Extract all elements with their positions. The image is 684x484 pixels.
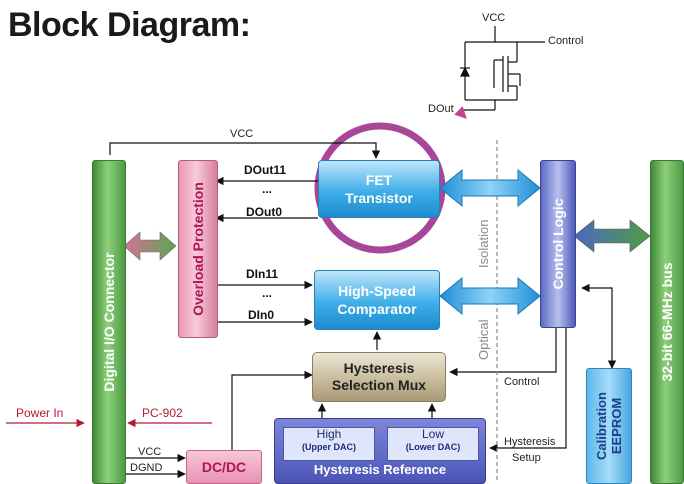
signal-wires bbox=[109, 142, 617, 479]
vcc-inset-label: VCC bbox=[482, 12, 506, 24]
dac-low-label: Low bbox=[421, 427, 444, 441]
fet-label-line1: FET bbox=[365, 172, 393, 188]
upper-dac: High (Upper DAC) bbox=[283, 427, 375, 461]
dac-high-sub: (Upper DAC) bbox=[302, 442, 356, 452]
dout11-label: DOut11 bbox=[244, 163, 287, 177]
optical-label: Optical bbox=[476, 319, 491, 360]
mux-label-line1: Hysteresis bbox=[343, 360, 415, 376]
fet-label-line2: Transistor bbox=[345, 190, 413, 206]
comparator-block: High-Speed Comparator bbox=[314, 270, 440, 330]
control-logic-block: Control Logic bbox=[540, 160, 576, 328]
din-dots-label: ... bbox=[262, 286, 273, 300]
hysteresis-reference-label: Hysteresis Reference bbox=[313, 462, 447, 477]
dout-pointer-arrow bbox=[454, 106, 467, 119]
dgnd-label: DGND bbox=[130, 462, 163, 474]
hysteresis-setup-label-1: Hysteresis bbox=[504, 436, 556, 448]
comparator-label-line2: Comparator bbox=[337, 301, 417, 317]
control-inset-label: Control bbox=[548, 35, 584, 47]
bus-label: 32-bit 66-MHz bus bbox=[659, 262, 675, 382]
cal-line2: EEPROM bbox=[609, 397, 624, 455]
din11-label: DIn11 bbox=[246, 267, 279, 281]
pc902-label: PC-902 bbox=[142, 406, 183, 420]
power-in-label: Power In bbox=[16, 406, 64, 420]
calibration-eeprom-label: Calibration EEPROM bbox=[594, 392, 624, 460]
hysteresis-setup-label-2: Setup bbox=[512, 452, 541, 464]
cal-line1: Calibration bbox=[594, 392, 609, 460]
digital-io-connector: Digital I/O Connector bbox=[92, 160, 126, 484]
fet-schematic-inset bbox=[460, 26, 545, 111]
dac-high-label: High bbox=[316, 427, 342, 441]
comparator-control-arrow bbox=[439, 276, 541, 316]
pci-bus: 32-bit 66-MHz bus bbox=[650, 160, 684, 484]
vcc-bottom-label: VCC bbox=[138, 446, 162, 458]
overload-protection: Overload Protection bbox=[178, 160, 218, 338]
hysteresis-reference: High (Upper DAC) Low (Lower DAC) Hystere… bbox=[274, 418, 486, 484]
page-title: Block Diagram: bbox=[8, 6, 251, 44]
mux-label-line2: Selection Mux bbox=[331, 377, 427, 393]
calibration-eeprom: Calibration EEPROM bbox=[586, 368, 632, 484]
control-label: Control bbox=[504, 376, 540, 388]
dcdc-converter: DC/DC bbox=[186, 450, 262, 484]
io-connector-label: Digital I/O Connector bbox=[101, 252, 117, 392]
vcc-top-label: VCC bbox=[230, 128, 254, 140]
lower-dac: Low (Lower DAC) bbox=[387, 427, 479, 461]
comparator-label-line1: High-Speed bbox=[338, 283, 416, 299]
dac-low-sub: (Lower DAC) bbox=[405, 442, 461, 452]
din0-label: DIn0 bbox=[248, 308, 275, 322]
fet-control-arrow bbox=[439, 168, 541, 208]
fet-transistor-block: FET Transistor bbox=[318, 160, 440, 218]
isolation-label: Isolation bbox=[476, 219, 491, 268]
logic-bus-arrow bbox=[573, 219, 651, 253]
dout-inset-label: DOut bbox=[428, 103, 454, 115]
control-logic-label: Control Logic bbox=[550, 198, 566, 290]
dout-dots-label: ... bbox=[262, 182, 273, 196]
hysteresis-selection-mux: Hysteresis Selection Mux bbox=[312, 352, 446, 402]
dout0-label: DOut0 bbox=[246, 205, 282, 219]
connector-overload-arrow bbox=[123, 231, 177, 261]
overload-protection-label: Overload Protection bbox=[190, 182, 206, 316]
